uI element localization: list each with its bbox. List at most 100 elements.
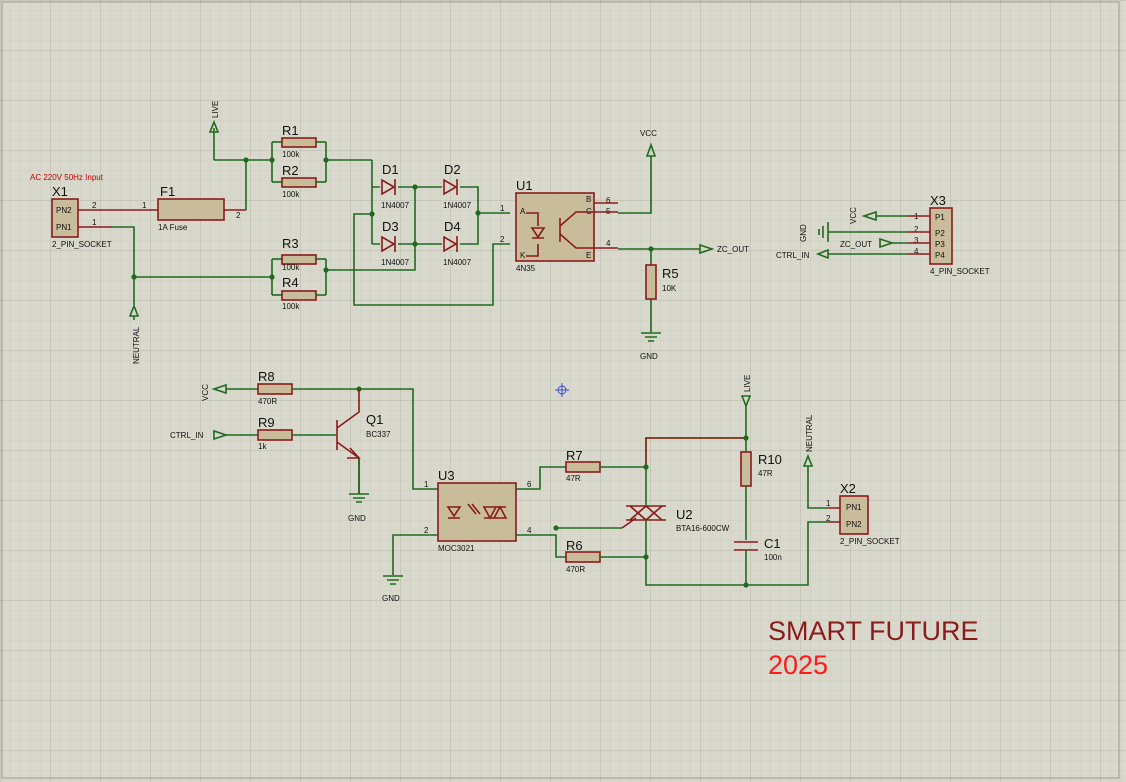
ctrl-in-terminal-x3[interactable]: CTRL_IN — [776, 248, 829, 260]
x3-pin-num-4: 4 — [914, 247, 919, 256]
u1-pin-b: B — [586, 195, 591, 204]
live-terminal-top[interactable]: LIVE — [208, 101, 220, 160]
d3-diode[interactable]: D3 1N4007 — [381, 219, 410, 267]
d2-value: 1N4007 — [443, 201, 472, 210]
d1-value: 1N4007 — [381, 201, 410, 210]
x2-pin-num-2: 2 — [826, 514, 831, 523]
r9-resistor[interactable]: R9 1k — [226, 415, 336, 451]
r8-resistor[interactable]: R8 470R — [226, 369, 438, 490]
live-terminal-bottom[interactable]: LIVE — [740, 375, 752, 452]
x3-pin-p4: P4 — [935, 251, 945, 260]
neutral-label-bottom: NEUTRAL — [805, 414, 814, 452]
u1-ref: U1 — [516, 178, 533, 193]
x3-ref: X3 — [930, 193, 946, 208]
u1-pin-a: A — [520, 207, 526, 216]
r5-value: 10K — [662, 284, 677, 293]
u1-value: 4N35 — [516, 264, 536, 273]
x1-pin-pn2: PN2 — [56, 206, 72, 215]
live-label-bottom: LIVE — [743, 375, 752, 392]
x3-pin-num-2: 2 — [914, 225, 919, 234]
u1-optocoupler[interactable]: U1 4N35 A K B C E 1 2 6 5 4 — [500, 178, 618, 273]
f1-value: 1A Fuse — [158, 223, 188, 232]
x1-ref: X1 — [52, 184, 68, 199]
u1-pin-num-1: 1 — [500, 204, 505, 213]
x3-pin-p3: P3 — [935, 240, 945, 249]
r1-resistor[interactable]: R1 100k — [272, 123, 326, 159]
gnd-terminal-x3[interactable]: GND — [799, 222, 829, 242]
d2-diode[interactable]: D2 1N4007 — [443, 162, 472, 210]
r2-ref: R2 — [282, 163, 299, 178]
u1-pin-num-6: 6 — [606, 196, 611, 205]
r2-value: 100k — [282, 190, 300, 199]
u2-ref: U2 — [676, 507, 693, 522]
c1-capacitor[interactable]: C1 100n — [734, 536, 782, 585]
vcc-terminal-x3[interactable]: VCC — [849, 207, 877, 224]
u3-value: MOC3021 — [438, 544, 475, 553]
r1-ref: R1 — [282, 123, 299, 138]
d4-ref: D4 — [444, 219, 461, 234]
zc-out-terminal-x3[interactable]: ZC_OUT — [840, 237, 895, 249]
r3-resistor[interactable]: R3 100k — [272, 236, 326, 272]
x2-pin-pn1: PN1 — [846, 503, 862, 512]
f1-fuse[interactable]: F1 1A Fuse 1 2 — [112, 184, 246, 232]
r6-resistor[interactable]: R6 470R — [516, 534, 646, 574]
neutral-terminal-top[interactable]: NEUTRAL — [128, 303, 141, 364]
r2-resistor[interactable]: R2 100k — [272, 163, 326, 199]
x2-connector[interactable]: X2 PN1 PN2 2_PIN_SOCKET 1 2 — [826, 481, 900, 546]
x1-pin-pn1: PN1 — [56, 223, 72, 232]
r4-ref: R4 — [282, 275, 299, 290]
u3-optotriac[interactable]: U3 MOC3021 1 2 6 4 — [424, 468, 532, 553]
u1-pin-k: K — [520, 251, 526, 260]
r10-resistor[interactable]: R10 47R — [740, 451, 782, 540]
gnd-terminal-r5[interactable]: GND — [640, 332, 661, 361]
u2-value: BTA16-600CW — [676, 524, 730, 533]
r8-ref: R8 — [258, 369, 275, 384]
gnd-terminal-u3[interactable]: GND — [382, 575, 403, 603]
x3-pin-p2: P2 — [935, 229, 945, 238]
x1-connector[interactable]: X1 PN2 PN1 2_PIN_SOCKET 2 1 — [51, 184, 112, 249]
gnd-terminal-q1[interactable]: GND — [348, 458, 369, 523]
r10-ref: R10 — [758, 452, 782, 467]
f1-pin-2: 2 — [236, 211, 241, 220]
wire-bridge — [353, 160, 510, 306]
ctrl-in-terminal-bottom[interactable]: CTRL_IN — [170, 429, 229, 441]
x1-type: 2_PIN_SOCKET — [52, 240, 112, 249]
r1-value: 100k — [282, 150, 300, 159]
x2-ref: X2 — [840, 481, 856, 496]
x2-pin-pn2: PN2 — [846, 520, 862, 529]
vcc-label-x3: VCC — [849, 207, 858, 224]
r7-resistor[interactable]: R7 47R — [516, 448, 646, 490]
r5-resistor[interactable]: R5 10K — [645, 249, 679, 332]
r7-ref: R7 — [566, 448, 583, 463]
d1-ref: D1 — [382, 162, 399, 177]
x3-type: 4_PIN_SOCKET — [930, 267, 990, 276]
gnd-label-x3: GND — [799, 224, 808, 242]
zc-out-terminal[interactable]: ZC_OUT — [618, 243, 749, 255]
gnd-label-r5: GND — [640, 352, 658, 361]
live-label-top: LIVE — [211, 101, 220, 118]
zc-out-label: ZC_OUT — [717, 245, 749, 254]
r5-ref: R5 — [662, 266, 679, 281]
input-note: AC 220V 50Hz Input — [30, 173, 104, 182]
x2-type: 2_PIN_SOCKET — [840, 537, 900, 546]
u3-pin-num-2: 2 — [424, 526, 429, 535]
r3-value: 100k — [282, 263, 300, 272]
d1-diode[interactable]: D1 1N4007 — [381, 162, 410, 210]
neutral-label-top: NEUTRAL — [132, 326, 141, 364]
u1-pin-num-4: 4 — [606, 239, 611, 248]
r4-resistor[interactable]: R4 100k — [272, 275, 326, 311]
x1-pin-num-2: 2 — [92, 201, 97, 210]
r9-ref: R9 — [258, 415, 275, 430]
vcc-label-top: VCC — [640, 129, 657, 138]
r3-ref: R3 — [282, 236, 299, 251]
x2-pin-num-1: 1 — [826, 499, 831, 508]
d4-diode[interactable]: D4 1N4007 — [443, 219, 472, 267]
x3-connector[interactable]: X3 P1 P2 P3 P4 4_PIN_SOCKET 1 2 3 4 — [908, 193, 990, 276]
q1-ref: Q1 — [366, 412, 383, 427]
r7-value: 47R — [566, 474, 581, 483]
neutral-terminal-bottom[interactable]: NEUTRAL — [802, 414, 828, 509]
vcc-terminal-top[interactable]: VCC — [618, 129, 657, 214]
